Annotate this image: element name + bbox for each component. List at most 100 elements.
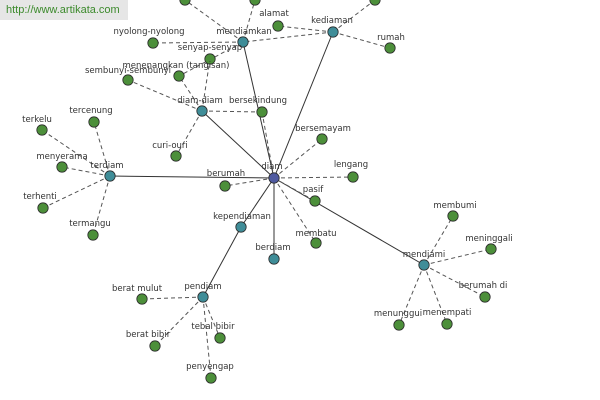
edge-diam-kependiaman (240, 177, 275, 228)
edge-kediaman-extra3 (332, 0, 376, 33)
label-meninggali[interactable]: meninggali (465, 234, 512, 244)
node-pendiam[interactable] (197, 291, 209, 303)
label-pendiam[interactable]: pendiam (184, 282, 221, 292)
label-pasif[interactable]: pasif (303, 185, 324, 195)
edge-pendiam-tebalbibir (202, 296, 221, 339)
label-diam[interactable]: diam (261, 162, 282, 172)
label-senyap[interactable]: senyap-senyap (178, 43, 242, 53)
label-beratbibir[interactable]: berat bibir (126, 330, 171, 340)
node-alamat[interactable] (272, 20, 284, 32)
label-tercenung[interactable]: tercenung (69, 106, 112, 116)
node-termangu[interactable] (87, 229, 99, 241)
edge-mendiami-menunggui (398, 264, 425, 326)
edge-kediaman-alamat (277, 25, 334, 33)
label-lengang[interactable]: lengang (334, 160, 368, 170)
label-rumah[interactable]: rumah (377, 33, 405, 43)
node-diamdiam[interactable] (196, 105, 208, 117)
node-menempati[interactable] (441, 318, 453, 330)
edge-pendiam-beratmulut (141, 296, 204, 300)
edge-terdiam-termangu (92, 175, 111, 236)
node-menyerama[interactable] (56, 161, 68, 173)
label-terkelu[interactable]: terkelu (22, 115, 52, 125)
node-lengang[interactable] (347, 171, 359, 183)
node-meninggali[interactable] (485, 243, 497, 255)
edge-diam-bersemayam (273, 138, 323, 179)
node-beratmulut[interactable] (136, 293, 148, 305)
edge-kediaman-mendiamkan (242, 31, 334, 43)
label-termangu[interactable]: termangu (69, 219, 111, 229)
node-penyengap[interactable] (205, 372, 217, 384)
label-nyolong[interactable]: nyolong-nyolong (114, 27, 185, 37)
node-membumi[interactable] (447, 210, 459, 222)
node-berumahdi[interactable] (479, 291, 491, 303)
node-senyap[interactable] (204, 53, 216, 65)
label-mendiamkan[interactable]: mendiamkan (216, 27, 272, 37)
edge-diam-kediaman (273, 31, 334, 179)
label-menempati[interactable]: menempati (423, 308, 472, 318)
node-diam[interactable] (268, 172, 280, 184)
label-bersemayam[interactable]: bersemayam (295, 124, 351, 134)
label-sembunyi[interactable]: sembunyi-sembunyi (85, 66, 171, 76)
node-beratbibir[interactable] (149, 340, 161, 352)
node-bersemayam[interactable] (316, 133, 328, 145)
node-sembunyi[interactable] (122, 74, 134, 86)
node-extra2[interactable] (249, 0, 261, 6)
node-extra1[interactable] (179, 0, 191, 6)
edge-diamdiam-curiouri (175, 110, 203, 157)
node-menenangkan[interactable] (173, 70, 185, 82)
label-membatu[interactable]: membatu (295, 229, 336, 239)
label-penyengap[interactable]: penyengap (186, 362, 234, 372)
node-bersekindung[interactable] (256, 106, 268, 118)
node-terkelu[interactable] (36, 124, 48, 136)
site-url-badge[interactable]: http://www.artikata.com (0, 0, 128, 20)
node-kependiaman[interactable] (235, 221, 247, 233)
node-extra3[interactable] (369, 0, 381, 6)
label-curiouri[interactable]: curi-ouri (152, 141, 188, 151)
label-bersekindung[interactable]: bersekindung (229, 96, 287, 106)
label-alamat[interactable]: alamat (259, 9, 289, 19)
label-kependiaman[interactable]: kependiaman (213, 212, 271, 222)
label-terhenti[interactable]: terhenti (23, 192, 57, 202)
edge-terdiam-terhenti (42, 175, 111, 209)
node-pasif[interactable] (309, 195, 321, 207)
label-membumi[interactable]: membumi (433, 201, 476, 211)
label-berumah[interactable]: berumah (207, 169, 245, 179)
edge-diam-diamdiam (201, 110, 275, 179)
label-kediaman[interactable]: kediaman (311, 16, 353, 26)
node-rumah[interactable] (384, 42, 396, 54)
label-mendiami[interactable]: mendiami (403, 250, 446, 260)
label-tebalbibir[interactable]: tebal bibir (191, 322, 235, 332)
label-berdiam[interactable]: berdiam (255, 243, 290, 253)
node-nyolong[interactable] (147, 37, 159, 49)
label-menenangkan[interactable]: menenangkan (tangisan) (123, 61, 230, 71)
node-mendiamkan[interactable] (237, 36, 249, 48)
node-terdiam[interactable] (104, 170, 116, 182)
node-tebalbibir[interactable] (214, 332, 226, 344)
node-kediaman[interactable] (327, 26, 339, 38)
edge-diam-lengang (273, 176, 354, 179)
node-menunggui[interactable] (393, 319, 405, 331)
edge-diamdiam-senyap (201, 58, 211, 112)
edge-kependiaman-pendiam (202, 226, 242, 298)
label-terdiam[interactable]: terdiam (90, 161, 123, 171)
node-curiouri[interactable] (170, 150, 182, 162)
edge-mendiamkan-extra2 (242, 0, 256, 43)
label-berumahdi[interactable]: berumah di (459, 281, 508, 291)
node-berdiam[interactable] (268, 253, 280, 265)
edge-diam-pasif (273, 177, 316, 202)
edge-diamdiam-sembunyi (127, 79, 203, 112)
edge-diam-mendiami (273, 177, 425, 266)
node-membatu[interactable] (310, 237, 322, 249)
node-layer (36, 0, 497, 384)
label-menunggui[interactable]: menunggui (374, 309, 422, 319)
edge-pendiam-beratbibir (154, 296, 204, 347)
node-berumah[interactable] (219, 180, 231, 192)
node-terhenti[interactable] (37, 202, 49, 214)
label-menyerama[interactable]: menyerama (36, 152, 87, 162)
node-tercenung[interactable] (88, 116, 100, 128)
edge-diam-berumah (224, 177, 275, 187)
edge-kediaman-rumah (332, 31, 391, 49)
node-mendiami[interactable] (418, 259, 430, 271)
label-diamdiam[interactable]: diam-diam (177, 96, 223, 106)
label-beratmulut[interactable]: berat mulut (112, 284, 163, 294)
